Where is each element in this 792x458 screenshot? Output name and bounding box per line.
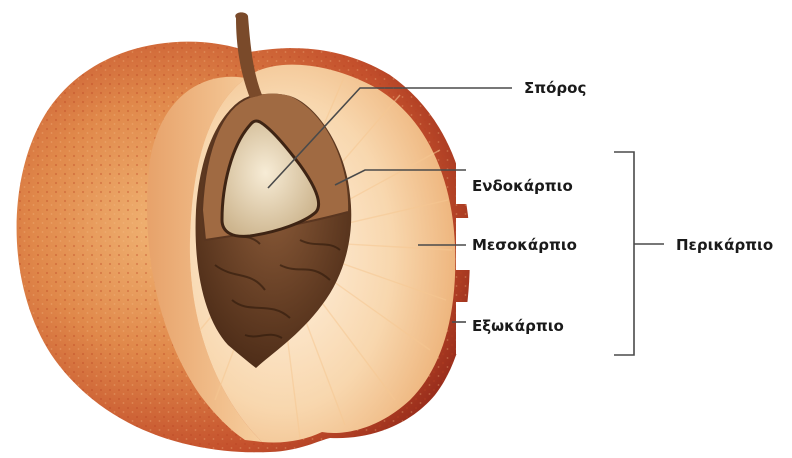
label-mesocarp: Μεσοκάρπιο — [472, 236, 577, 254]
label-endocarp: Ενδοκάρπιο — [472, 177, 573, 195]
label-exocarp: Εξωκάρπιο — [472, 317, 564, 335]
pericarp-bracket — [614, 152, 634, 355]
label-pericarp: Περικάρπιο — [676, 236, 773, 254]
label-seed: Σπόρος — [524, 79, 586, 97]
